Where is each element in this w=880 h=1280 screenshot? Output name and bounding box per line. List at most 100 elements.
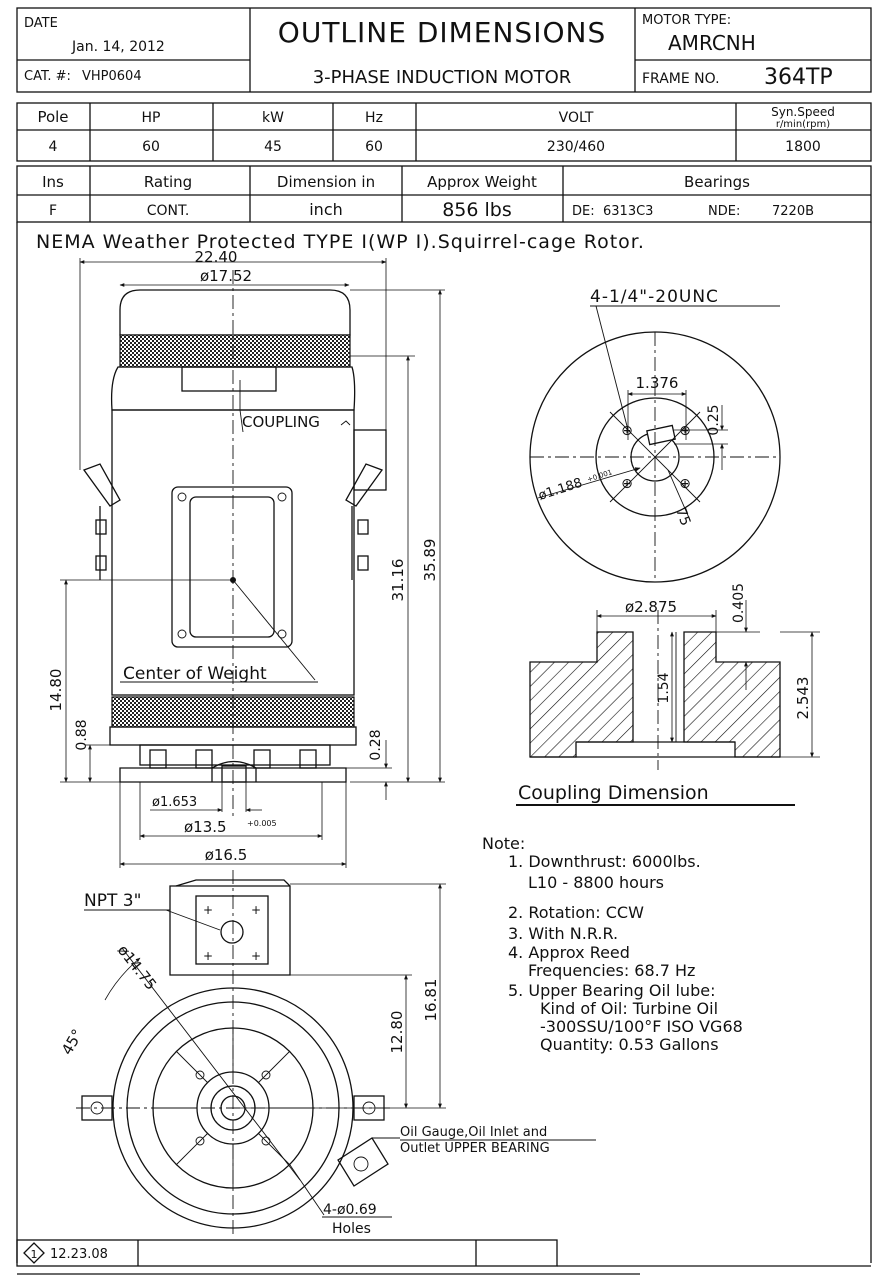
ins-value: F (49, 203, 57, 219)
weight-value: 856 lbs (442, 199, 512, 221)
dim-1-653: ø1.653 (152, 795, 197, 810)
plan-bolt-mark-3: + (203, 949, 213, 963)
bolt-mark-1: ⊕ (621, 423, 633, 439)
subtitle: NEMA Weather Protected TYPE I(WP I).Squi… (36, 231, 645, 253)
pole-label: Pole (37, 108, 68, 126)
notes-block: Note: 1. Downthrust: 6000lbs. L10 - 8800… (482, 834, 743, 1054)
dim-2-875: ø2.875 (625, 598, 677, 616)
dim-2-543: 2.543 (794, 677, 812, 720)
revision-row: 1 12.23.08 (23, 1242, 108, 1264)
note-4b: Frequencies: 68.7 Hz (528, 961, 695, 980)
nde-label: NDE: (708, 204, 740, 219)
dim-16-5: ø16.5 (205, 846, 248, 864)
coupling-top-view: 4-1/4"-20UNC ⊕ ⊕ ⊕ ⊕ 1.376 0.25 ø1.188 +… (529, 287, 781, 583)
dim-35-89: 35.89 (421, 539, 439, 582)
dim-1-188-tolerance: +0.001 (586, 468, 613, 484)
date-label: DATE (24, 16, 58, 31)
bolt-mark-4: ⊕ (679, 476, 691, 492)
dim-16-81: 16.81 (422, 979, 440, 1022)
rating-value: CONT. (147, 203, 190, 219)
rating-label: Rating (144, 173, 192, 191)
de-label: DE: (572, 204, 595, 219)
cat-label: CAT. #: (24, 69, 71, 84)
hz-value: 60 (365, 139, 383, 155)
dim-22-40: 22.40 (195, 248, 238, 266)
note-1b: L10 - 8800 hours (528, 873, 664, 892)
volt-label: VOLT (559, 110, 594, 126)
spec-table-electrical: Pole HP kW Hz VOLT Syn.Speed r/min(rpm) … (16, 102, 872, 162)
oil-gauge-label-1: Oil Gauge,Oil Inlet and (400, 1125, 547, 1140)
holes-label-1: 4-ø0.69 (323, 1202, 377, 1218)
bolt-mark-3: ⊕ (621, 476, 633, 492)
plan-bolt-mark-4: + (251, 949, 261, 963)
hp-label: HP (142, 110, 161, 126)
oil-gauge-label-2: Outlet UPPER BEARING (400, 1141, 550, 1156)
note-1a: 1. Downthrust: 6000lbs. (508, 852, 701, 871)
coupling-label: COUPLING (242, 413, 320, 431)
note-3: 3. With N.R.R. (508, 924, 618, 943)
coupling-dimension-title: Coupling Dimension (518, 782, 709, 804)
motor-type-value: AMRCNH (668, 31, 756, 55)
motor-type-label: MOTOR TYPE: (642, 13, 731, 28)
dim-0-88: 0.88 (74, 719, 90, 750)
dim-0-25: 0.25 (706, 404, 722, 435)
syn-speed-label: Syn.Speed (771, 105, 835, 119)
note-5d: Quantity: 0.53 Gallons (540, 1035, 719, 1054)
angle-45: 45° (58, 1026, 87, 1058)
coupling-section-view: ø2.875 0.405 1.54 2.543 Coupling Dimensi… (516, 583, 820, 806)
front-elevation-view: 22.40 ø17.52 COUPLING Ce (47, 248, 445, 868)
dimension-label: Dimension in (277, 173, 375, 191)
dim-17-52: ø17.52 (200, 267, 252, 285)
dimension-value: inch (309, 200, 343, 219)
ins-label: Ins (42, 173, 64, 191)
pole-value: 4 (49, 139, 58, 155)
syn-speed-value: 1800 (785, 139, 821, 155)
kw-value: 45 (264, 139, 282, 155)
title-block: DATE Jan. 14, 2012 CAT. #: VHP0604 OUTLI… (16, 7, 872, 93)
title-line-2: 3-PHASE INDUCTION MOTOR (313, 67, 572, 88)
drawing-frame (16, 222, 872, 1275)
dim-0-405: 0.405 (731, 583, 747, 623)
dim-31-16: 31.16 (389, 559, 407, 602)
bearings-label: Bearings (684, 173, 750, 191)
note-4a: 4. Approx Reed (508, 943, 630, 962)
revision-symbol: 1 (31, 1248, 38, 1261)
frame-value: 364TP (764, 65, 833, 90)
plan-bolt-mark-2: + (251, 903, 261, 917)
spec-table-mechanical: Ins Rating Dimension in Approx Weight Be… (16, 165, 872, 223)
center-of-weight-label: Center of Weight (123, 664, 267, 684)
hp-value: 60 (142, 139, 160, 155)
syn-speed-unit: r/min(rpm) (776, 119, 830, 130)
holes-label-2: Holes (332, 1221, 371, 1237)
dim-14-80: 14.80 (47, 669, 65, 712)
date-value: Jan. 14, 2012 (71, 39, 165, 55)
dim-1-376: 1.376 (636, 374, 679, 392)
dim-14-75: ø14.75 (114, 941, 160, 993)
hz-label: Hz (365, 110, 383, 126)
revision-date: 12.23.08 (50, 1247, 108, 1262)
volt-value: 230/460 (547, 139, 605, 155)
dim-1-188: ø1.188 (537, 476, 585, 504)
bolt-mark-2: ⊕ (679, 423, 691, 439)
dim-12-80: 12.80 (388, 1011, 406, 1054)
dim-75: 75 (672, 506, 693, 528)
de-value: 6313C3 (603, 204, 653, 219)
plan-bolt-mark-1: + (203, 903, 213, 917)
weight-label: Approx Weight (427, 173, 537, 191)
dim-0-28: 0.28 (368, 729, 384, 760)
npt-label: NPT 3" (84, 891, 141, 911)
dim-13-5-tolerance: +0.005 (247, 819, 277, 828)
dim-1-54: 1.54 (656, 672, 672, 703)
note-2: 2. Rotation: CCW (508, 903, 644, 922)
dim-13-5: ø13.5 (184, 818, 227, 836)
title-line-1: OUTLINE DIMENSIONS (278, 16, 606, 49)
thread-spec: 4-1/4"-20UNC (590, 287, 719, 307)
note-5a: 5. Upper Bearing Oil lube: (508, 981, 715, 1000)
note-5c: -300SSU/100°F ISO VG68 (540, 1017, 743, 1036)
note-5b: Kind of Oil: Turbine Oil (540, 999, 718, 1018)
frame-label: FRAME NO. (642, 71, 720, 87)
notes-heading: Note: (482, 834, 525, 853)
kw-label: kW (262, 110, 284, 126)
